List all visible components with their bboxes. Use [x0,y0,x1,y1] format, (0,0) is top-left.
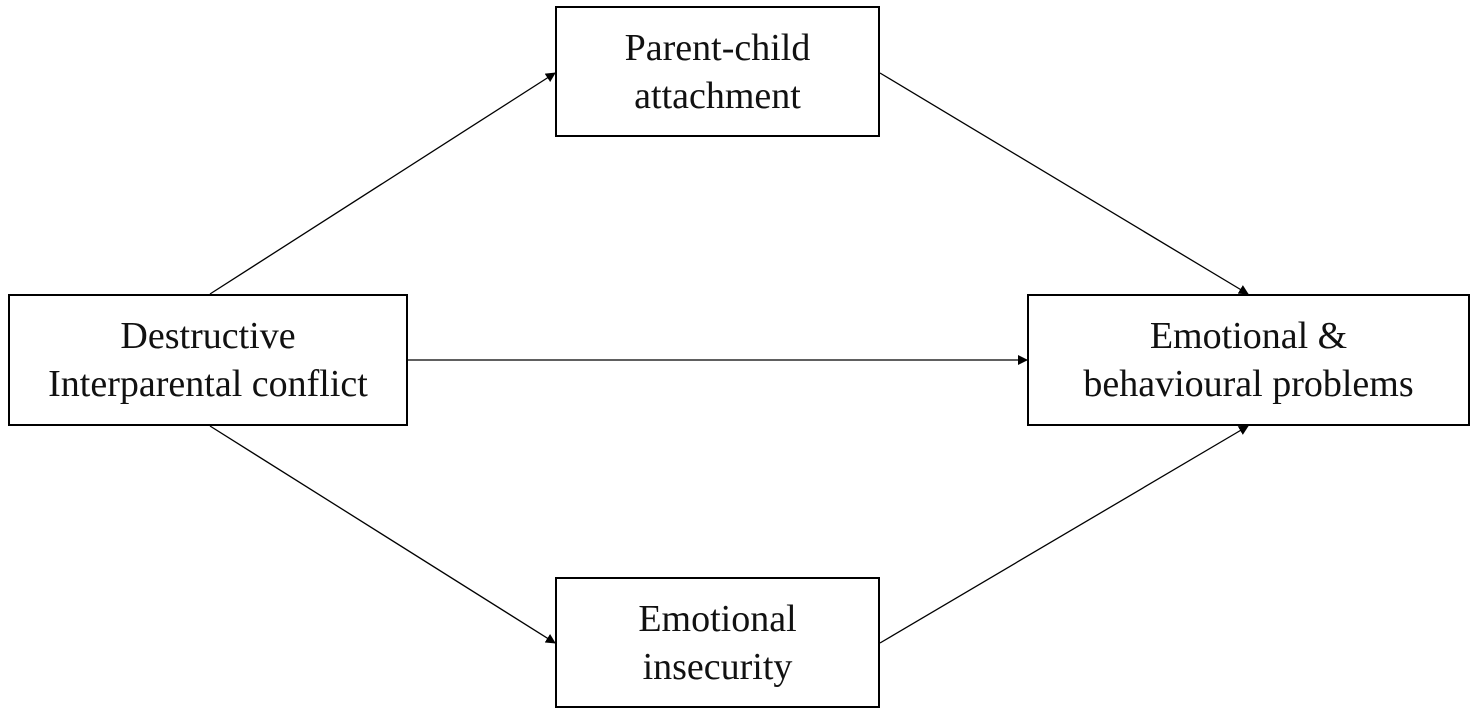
node-label-line: Emotional [638,597,797,640]
node-label-line: Emotional & [1149,315,1348,357]
node-label-line: insecurity [642,645,793,688]
node-emotional-insecurity: Emotional insecurity [555,577,880,708]
node-emotional-behavioural-problems: Emotional & behavioural problems [1027,294,1470,426]
node-destructive-interparental-conflict: Destructive Interparental conflict [8,294,408,426]
node-label-line: Interparental conflict [48,363,368,405]
node-label-line: attachment [634,74,801,117]
edge-conflict-to-insecurity [209,425,556,644]
edge-insecurity-to-problems [879,425,1249,644]
node-label-line: Parent-child [624,26,811,69]
edge-attachment-to-problems [879,72,1249,295]
node-parent-child-attachment: Parent-child attachment [555,6,880,137]
node-label-line: Destructive [120,315,296,357]
node-label-line: behavioural problems [1083,363,1414,405]
edge-conflict-to-attachment [209,72,556,295]
